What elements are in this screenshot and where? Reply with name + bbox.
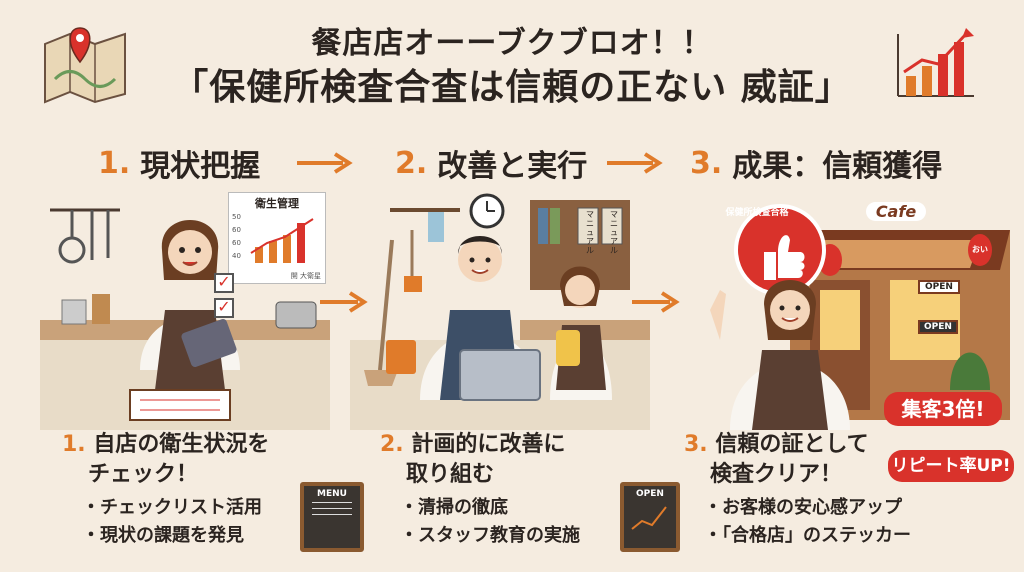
step-3: 3. 成果：信頼獲得 (690, 138, 942, 188)
open-sign: OPEN (918, 320, 958, 334)
bullet-item: ・チェックリスト活用 (82, 497, 262, 518)
cafe-sign: Cafe (866, 202, 926, 221)
arrow-right-icon (320, 291, 368, 313)
scene-result (710, 204, 1010, 430)
page-subtitle: 「保健所検査合査は信頼の正ない 威証」 (172, 67, 852, 108)
page-title: 餐店店オーーブクブロオ！！ (311, 26, 713, 61)
step-1: 1. 現状把握 (98, 138, 260, 188)
description-1: 1. 自店の衛生状況を チェック！ ・チェックリスト活用 ・現状の課題を発見 (62, 430, 269, 550)
step-label: 改善と実行 (437, 149, 588, 184)
hygiene-chart-title: 衛生管理 (255, 197, 299, 210)
description-number: 1. (62, 432, 86, 457)
description-number: 3. (684, 432, 708, 457)
description-heading: 信頼の証として (715, 432, 869, 457)
bullet-item: ・お客様の安心感アップ (704, 497, 902, 518)
customer-bubble: 集客3倍! (884, 392, 1002, 426)
hygiene-chart-plot (250, 218, 314, 263)
description-number: 2. (380, 432, 404, 457)
menu-board: MENU (300, 482, 364, 552)
map-pin-icon (44, 27, 126, 104)
arrow-right-icon (607, 152, 663, 174)
bullet-item: ・現状の課題を発見 (82, 525, 244, 546)
step-number: 1. (98, 145, 131, 181)
step-number: 2. (395, 145, 428, 181)
steps-row: 1. 現状把握 2. 改善と実行 3. 成果：信頼獲得 (0, 138, 1024, 188)
checkbox-icon: ✓ (214, 298, 234, 318)
open-board: OPEN (620, 482, 680, 552)
bullet-item: ・スタッフ教育の実施 (400, 525, 580, 546)
open-sign: OPEN (918, 280, 960, 294)
tick-label: 40 (232, 252, 241, 260)
checkbox-icon: ✓ (214, 273, 234, 293)
step-2: 2. 改善と実行 (395, 138, 587, 188)
step-number: 3. (690, 145, 723, 181)
inspection-stamp-label: 保健所検査合格 (725, 208, 789, 218)
description-heading: チェック！ (88, 462, 199, 487)
hygiene-chart-ticks: 50 60 60 40 (232, 211, 241, 263)
tick-label: 60 (232, 226, 241, 234)
manual-binder: マニュアル (586, 210, 594, 255)
open-board-chart (631, 506, 667, 530)
repeat-bubble: リピート率UP! (888, 450, 1014, 482)
tick-label: 50 (232, 213, 241, 221)
step-label: 現状把握 (140, 149, 261, 184)
description-heading: 自店の衛生状況を (93, 432, 270, 457)
bullet-item: ・清掃の徹底 (400, 497, 508, 518)
lantern-label: おい (972, 245, 988, 254)
description-heading: 取り組む (406, 462, 495, 487)
menu-board-label: MENU (317, 489, 347, 499)
arrow-right-icon (632, 291, 680, 313)
description-heading: 検査クリア！ (710, 462, 843, 487)
description-3: 3. 信頼の証として 検査クリア！ ・お客様の安心感アップ ・「合格店」のステッ… (684, 430, 911, 550)
bullet-item: ・「合格店」のステッカー (704, 525, 911, 546)
scene-improving (350, 193, 650, 430)
tick-label: 60 (232, 239, 241, 247)
open-board-label: OPEN (636, 489, 664, 499)
step-label: 成果：信頼獲得 (732, 149, 943, 184)
growth-chart-icon (897, 28, 974, 97)
hygiene-chart-legend: 開 大衛星 (290, 272, 321, 280)
hygiene-chart: 衛生管理 50 60 60 40 開 大衛星 (228, 192, 326, 284)
description-heading: 計画的に改善に (411, 432, 566, 457)
manual-binder: マニュアル (610, 210, 618, 255)
scene-checking (40, 208, 330, 430)
arrow-right-icon (297, 152, 353, 174)
description-2: 2. 計画的に改善に 取り組む ・清掃の徹底 ・スタッフ教育の実施 (380, 430, 580, 550)
